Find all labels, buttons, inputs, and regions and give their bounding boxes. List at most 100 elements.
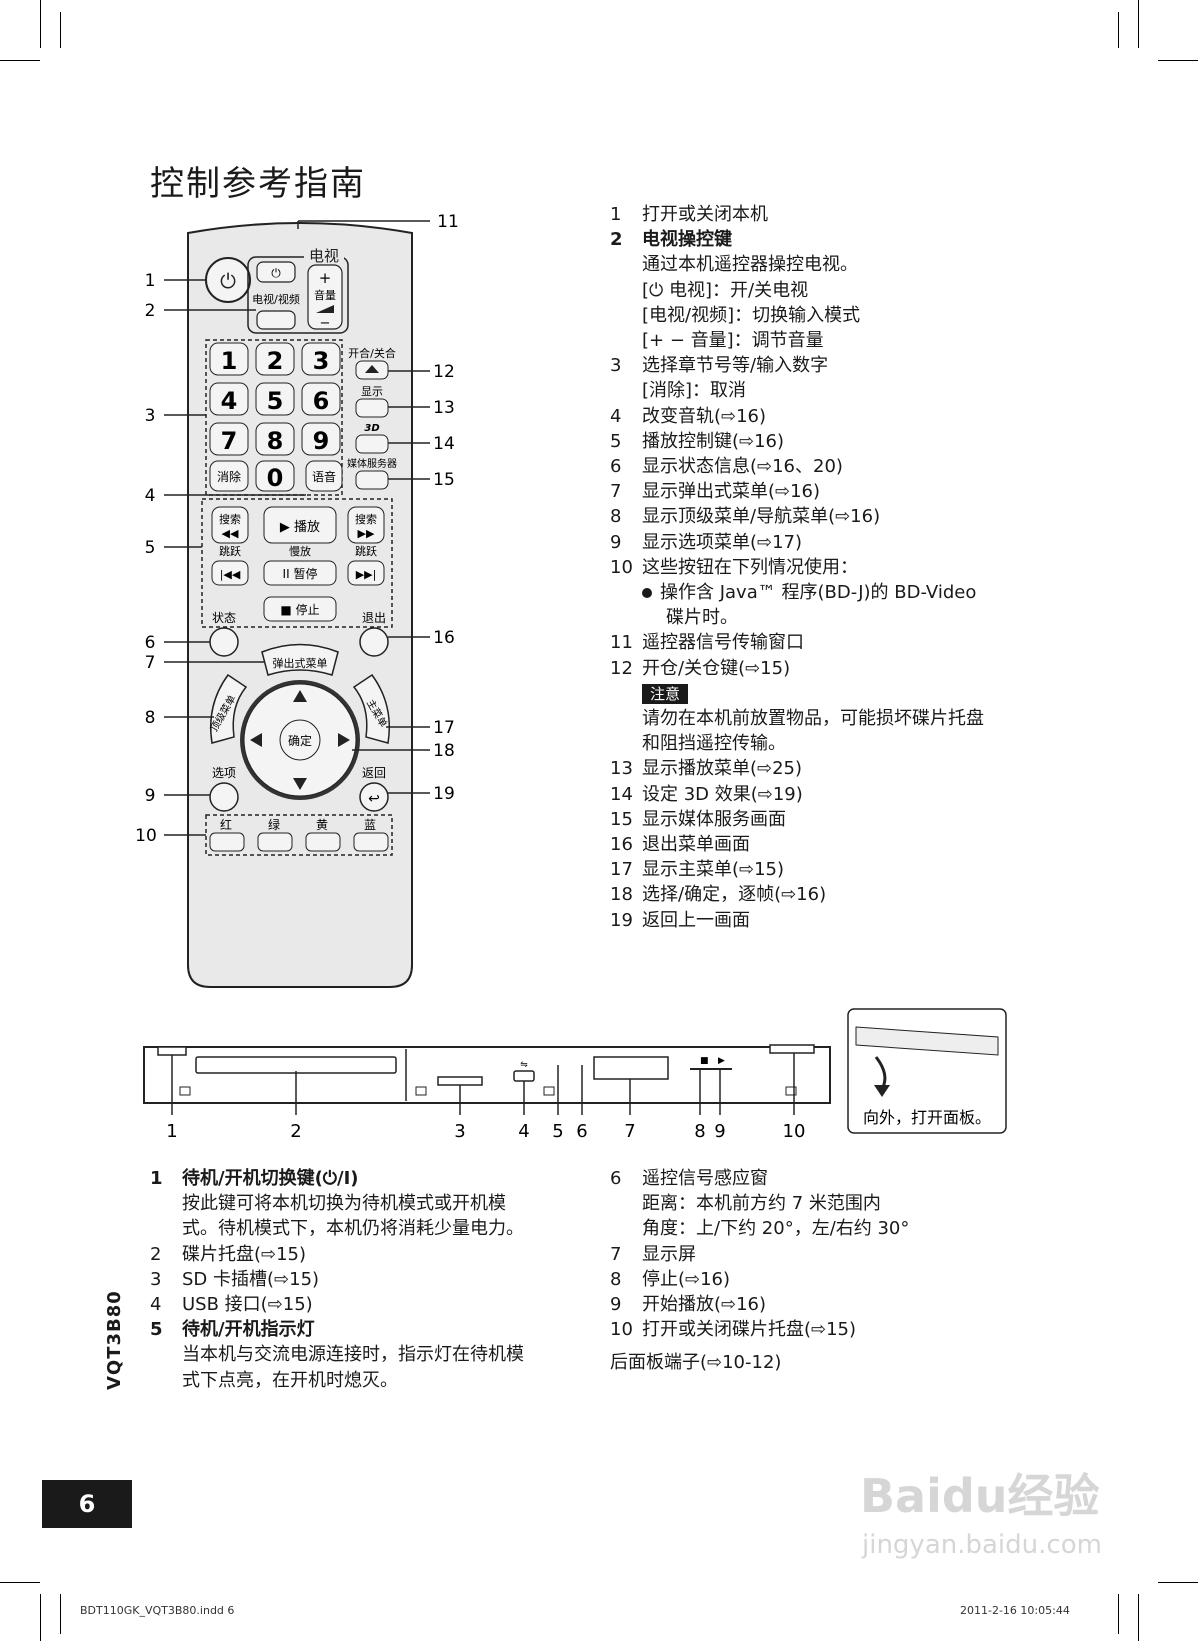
item-number: 4: [610, 405, 622, 427]
callout-number: 10: [135, 826, 157, 846]
watermark-logo: Baidu经验: [860, 1469, 1100, 1523]
callout-number: 8: [145, 708, 156, 728]
item-text: 显示选项菜单(⇨17): [642, 531, 803, 553]
top-menu-button: [209, 673, 248, 744]
item-number: 10: [610, 1319, 633, 1341]
remote-label-status: 状态: [212, 611, 236, 625]
callout-number: 5: [552, 1121, 563, 1142]
crop-mark: [60, 12, 61, 48]
item-number: 1: [610, 204, 622, 225]
callout-number: 9: [145, 786, 156, 806]
item-text: 开始播放(⇨16): [642, 1294, 767, 1316]
callout-number: 18: [433, 741, 455, 761]
num-key: [209, 422, 249, 456]
num-key: [301, 342, 341, 376]
list-item: 式下点亮，在开机时熄灭。: [150, 1368, 570, 1393]
item-text: 电视操控键: [642, 229, 732, 251]
num-key: [209, 382, 249, 416]
rear-panel-note: 后面板端子(⇨10-12): [610, 1352, 782, 1374]
sd-card-slot: [437, 1076, 483, 1086]
item-number: [610, 252, 642, 277]
remote-label-green: 绿: [268, 817, 280, 832]
bullet-item: 操作含 Java™ 程序(BD-J)的 BD-Video: [610, 580, 1050, 605]
item-text: 打开或关闭碟片托盘(⇨15): [642, 1319, 857, 1341]
remote-label-return: 返回: [362, 766, 386, 780]
down-arrow-icon: [293, 778, 307, 790]
item-text: 打开或关闭本机: [642, 204, 768, 225]
item-text: 显示主菜单(⇨15): [642, 859, 785, 881]
item-text: 遥控器信号传输窗口: [642, 632, 804, 654]
list-item: 按此键可将本机切换为待机模式或开机模: [150, 1191, 570, 1216]
list-item: 角度：上/下约 20°，左/右约 30°: [610, 1216, 1030, 1241]
item-number: 13: [610, 758, 633, 780]
item-number: [150, 1342, 182, 1367]
item-text: 返回上一画面: [642, 909, 750, 931]
item-text: [电视/视频]：切换输入模式: [642, 304, 861, 326]
item-text: 设定 3D 效果(⇨19): [642, 783, 803, 805]
item-number: [610, 328, 642, 353]
item-number: 9: [610, 531, 622, 553]
rewind-icon: ◀◀: [222, 527, 239, 540]
num-key-label: 1: [221, 347, 238, 375]
callout-number: 1: [145, 271, 156, 291]
doc-code: VQT3B80: [104, 1290, 125, 1390]
item-number: 7: [610, 1243, 622, 1265]
callout-number: 1: [166, 1121, 177, 1142]
item-number: 4: [150, 1294, 162, 1316]
num-key: [301, 422, 341, 456]
popup-menu-button: [261, 643, 339, 676]
footer-timestamp: 2011-2-16 10:05:44: [960, 1604, 1070, 1617]
num-key: [255, 382, 295, 416]
item-number: 18: [610, 884, 633, 906]
remote-label-minus: −: [320, 316, 331, 331]
remote-label-skip-right: 跳跃: [355, 544, 377, 558]
num-key: [255, 422, 295, 456]
up-arrow-icon: [293, 690, 307, 702]
item-number: 14: [610, 783, 633, 805]
item-number: [150, 1368, 182, 1393]
crop-mark: [1158, 60, 1198, 61]
remote-label-exit: 退出: [362, 611, 386, 625]
remote-label-skip-left: 跳跃: [219, 544, 241, 558]
skip-back-button: [211, 560, 249, 586]
open-close-button: [769, 1044, 815, 1054]
item-number: [610, 278, 642, 303]
item-number: [610, 1191, 642, 1216]
num-key: [255, 342, 295, 376]
note-text: 和阻挡遥控传输。: [642, 733, 786, 755]
list-item: 19 返回上一画面: [610, 908, 1050, 933]
callout-number: 6: [576, 1121, 587, 1142]
item-number: 19: [610, 909, 633, 931]
item-number: 6: [610, 1168, 622, 1189]
skip-forward-icon: ▶▶|: [356, 568, 377, 581]
item-number: 12: [610, 657, 633, 679]
callout-number: 6: [145, 633, 156, 653]
list-item: [消除]：取消: [610, 378, 1050, 403]
3d-button: [355, 434, 389, 454]
remote-label-display: 显示: [361, 385, 383, 398]
callout-number: 2: [145, 301, 156, 321]
num-key: [301, 382, 341, 416]
page-number: 6: [42, 1480, 132, 1528]
callout-number: 13: [433, 398, 455, 418]
item-number: [610, 378, 642, 403]
callout-number: 3: [145, 406, 156, 426]
item-number: [150, 1216, 182, 1241]
item-number: 11: [610, 632, 633, 654]
callout-number: 7: [145, 653, 156, 673]
item-text: 这些按钮在下列情况使用：: [642, 556, 858, 578]
item-number: 3: [610, 355, 622, 377]
remote-label-open-close: 开合/关合: [348, 346, 396, 360]
tv-power-button: [256, 261, 296, 283]
item-number: 1: [150, 1168, 163, 1189]
left-arrow-icon: [250, 733, 262, 747]
play-button: [263, 506, 337, 544]
num-key-label: 6: [313, 387, 330, 415]
item-text: 待机/开机切换键(⏻/I): [182, 1168, 359, 1189]
